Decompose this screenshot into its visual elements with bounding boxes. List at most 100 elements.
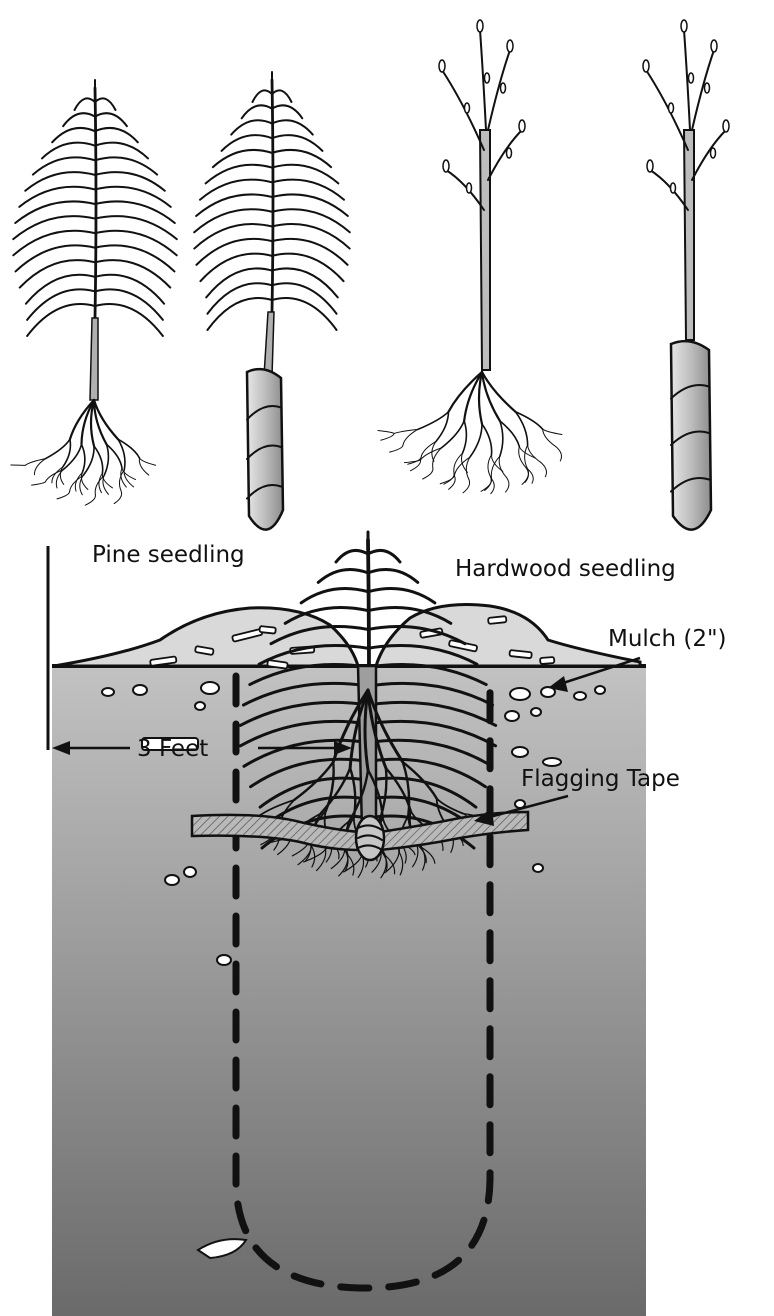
stone xyxy=(510,688,530,700)
pine-needle xyxy=(231,120,272,134)
hardwood-seedling-wrapped-icon xyxy=(643,20,729,530)
bud xyxy=(681,20,687,32)
stone xyxy=(133,685,147,695)
root-strand xyxy=(378,431,394,434)
root-strand xyxy=(525,445,528,469)
pine-needle xyxy=(16,245,95,271)
pine-needle xyxy=(95,245,174,271)
pine-needle xyxy=(272,239,348,265)
root-strand xyxy=(482,372,500,421)
hardwood-stem xyxy=(684,130,694,340)
pine-needle xyxy=(63,113,95,126)
root-strand xyxy=(466,457,470,479)
pine-stem-lower xyxy=(264,312,274,376)
root-strand xyxy=(25,459,45,466)
root-strand xyxy=(104,444,108,475)
pine-needle xyxy=(272,120,313,134)
distance-label: 3 Feet xyxy=(137,736,208,762)
pine-stem-lower xyxy=(90,318,98,400)
pine-seedling-wrapped-icon xyxy=(194,72,350,530)
root-strand xyxy=(139,458,155,465)
hardwood-twig xyxy=(488,130,522,180)
pine-needle xyxy=(95,201,175,223)
pine-seedling-label: Pine seedling xyxy=(92,542,245,568)
pine-needle xyxy=(13,231,95,256)
pine-needle xyxy=(301,589,368,603)
hardwood-twig xyxy=(488,50,510,130)
bud xyxy=(439,60,445,72)
mulch-chip xyxy=(259,626,276,634)
hardwood-seedling-bare-root-icon xyxy=(378,20,562,494)
pine-needle xyxy=(196,239,272,265)
bud xyxy=(507,40,513,52)
root-strand xyxy=(57,492,70,499)
pine-needle xyxy=(368,569,418,582)
pine-needle xyxy=(13,216,95,239)
pine-needle xyxy=(272,105,302,118)
root-strand xyxy=(479,372,482,424)
stone xyxy=(533,864,543,872)
stone xyxy=(201,682,219,694)
root-strand xyxy=(139,458,148,475)
bud xyxy=(711,40,717,52)
hardwood-twig xyxy=(692,130,726,180)
root-strand xyxy=(82,444,85,473)
root-strand xyxy=(99,473,103,492)
stone xyxy=(574,692,586,700)
root-strand xyxy=(81,473,87,490)
root-strand xyxy=(404,460,420,463)
bud xyxy=(671,183,676,193)
pine-needle xyxy=(95,260,170,287)
root-strand xyxy=(441,421,464,448)
root-strand xyxy=(45,439,70,458)
bud xyxy=(485,73,490,83)
stone xyxy=(505,711,519,721)
root-strand xyxy=(114,491,121,504)
stone xyxy=(531,708,541,716)
pine-needle xyxy=(272,254,344,281)
pine-needle xyxy=(20,260,95,287)
pine-needle xyxy=(95,128,138,142)
bud xyxy=(501,83,506,93)
pine-needle xyxy=(222,135,272,151)
bud xyxy=(723,120,729,132)
bud xyxy=(465,103,470,113)
root-strand xyxy=(470,424,482,457)
pine-needle xyxy=(15,201,95,223)
root-strand xyxy=(506,477,509,492)
flagging-tape-label: Flagging Tape xyxy=(521,766,680,792)
mulch-label: Mulch (2") xyxy=(608,626,727,652)
root-strand xyxy=(499,456,506,477)
pine-needle xyxy=(272,194,348,216)
bud xyxy=(669,103,674,113)
root-strand xyxy=(421,448,442,460)
pine-needle xyxy=(200,254,272,281)
hardwood-twig xyxy=(442,70,484,150)
pine-needle xyxy=(242,105,272,118)
pine-needle xyxy=(95,113,127,126)
stone xyxy=(595,686,605,694)
root-strand xyxy=(528,445,541,462)
stone xyxy=(543,758,561,766)
bud xyxy=(519,120,525,132)
mulch-mound-right xyxy=(376,605,640,667)
root-strand xyxy=(463,479,470,493)
pine-needle xyxy=(253,90,273,102)
stone xyxy=(184,867,196,877)
root-strand xyxy=(449,476,456,490)
hardwood-twig xyxy=(650,170,688,210)
pine-seedling-bare-root-icon xyxy=(11,80,177,505)
bud xyxy=(647,160,653,172)
stone xyxy=(217,955,231,965)
stone xyxy=(102,688,114,696)
stone xyxy=(165,875,179,885)
root-strand xyxy=(85,495,95,505)
root-strand xyxy=(556,447,562,461)
root-strand xyxy=(543,429,562,434)
root-strand xyxy=(515,412,542,429)
pine-needle xyxy=(196,194,272,216)
root-strand xyxy=(80,475,84,494)
root-strand xyxy=(63,444,81,469)
root-strand xyxy=(32,482,46,486)
root-strand xyxy=(463,421,467,453)
